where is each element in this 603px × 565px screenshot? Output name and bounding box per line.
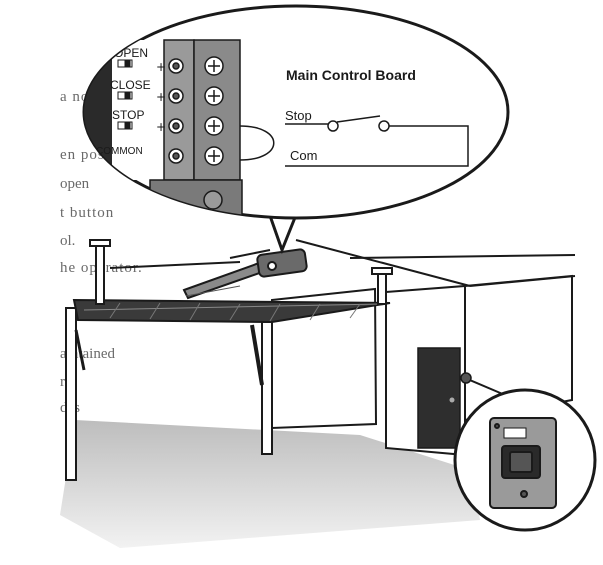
stop-label: Stop: [285, 108, 312, 123]
wire-loop: [239, 125, 275, 161]
ceiling-brackets: [89, 239, 393, 305]
door-arm-left: [74, 329, 86, 371]
terminal-label-common: COMMON: [96, 146, 143, 157]
wall-button-station: [489, 417, 557, 509]
terminal-screws: [168, 56, 224, 166]
terminal-label-close: CLOSE: [110, 78, 151, 92]
switch-circuit: [285, 115, 469, 167]
door-knob: [449, 397, 455, 403]
svg-text:+: +: [156, 120, 166, 134]
bg-text-4: t button: [60, 205, 115, 221]
wall-button-mount: [460, 372, 472, 384]
plus-signs: + + +: [156, 60, 166, 134]
interior-door: [417, 347, 461, 449]
terminal-lower: [149, 179, 243, 218]
svg-text:+: +: [156, 90, 166, 104]
ceiling-lines: [109, 239, 576, 287]
bg-text-3: open: [60, 176, 90, 192]
wall-connector: [464, 377, 506, 396]
board-title: Main Control Board: [286, 67, 416, 83]
opener-unit: [182, 248, 308, 300]
floor: [60, 420, 480, 548]
svg-text:+: +: [156, 60, 166, 74]
com-label: Com: [290, 148, 317, 163]
switch-icons: [117, 59, 133, 130]
overhead-door: [72, 298, 391, 324]
door-arm: [250, 324, 264, 386]
terminal-label-stop: STOP: [112, 108, 144, 122]
bg-text-5: ol.: [60, 233, 76, 249]
